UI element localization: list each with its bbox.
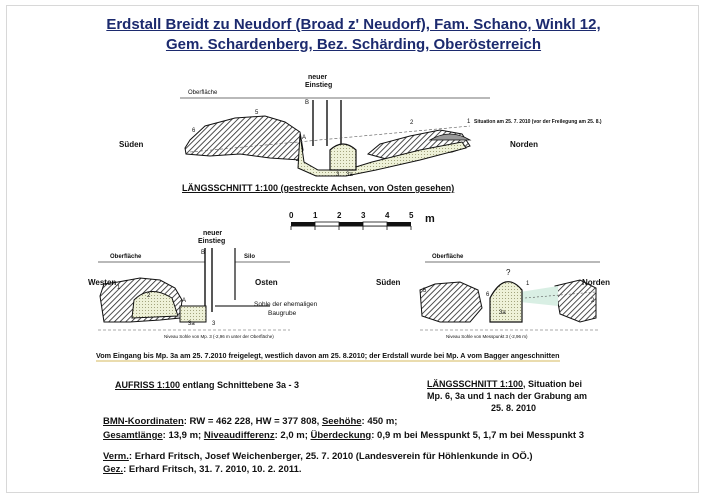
left-east-label: Osten [255, 278, 278, 287]
right-level-note: Niveau Sohle von Messpunkt 3 (-2,96 m) [446, 334, 528, 339]
silo-label: Silo [244, 254, 256, 260]
right-point-6: 6 [486, 292, 490, 298]
top-south-label: Süden [119, 140, 144, 149]
right-north-label: Norden [582, 278, 610, 287]
right-surface-label: Oberfläche [432, 254, 464, 260]
top-soil-left [184, 115, 304, 161]
top-point-3a: 3a [346, 172, 353, 178]
right-south-label: Süden [376, 278, 401, 287]
long-title: LÄNGSSCHNITT 1:100 [427, 379, 524, 389]
excavation-note: Vom Eingang bis Mp. 3a am 25. 7.2010 fre… [96, 351, 560, 360]
aufriss-rest: entlang Schnittebene 3a - 3 [180, 380, 300, 390]
left-chamber [131, 291, 179, 319]
right-light-beam [520, 286, 558, 306]
bmn-value: : RW = 462 228, HW = 377 808, [183, 416, 322, 427]
seehoehe-label: Seehöhe [321, 416, 362, 427]
seehoehe-value: : 450 m; [361, 416, 398, 427]
top-point-B: B [305, 100, 310, 106]
surveyed-value: : Erhard Fritsch, Josef Weichenberger, 2… [128, 451, 533, 462]
pit-label-2: Baugrube [268, 310, 297, 317]
length-label: Gesamtlänge [103, 430, 163, 441]
scale-tick-3: 3 [361, 211, 366, 220]
top-entrance-label-2: Einstieg [305, 82, 333, 89]
left-cross-section [98, 248, 290, 331]
right-soil-right [554, 279, 597, 323]
top-point-2: 2 [410, 120, 414, 126]
long-caption-line-1: LÄNGSSCHNITT 1:100, Situation bei [427, 379, 582, 389]
left-point-3: 3 [212, 321, 216, 327]
scale-tick-1: 1 [313, 211, 318, 220]
right-cross-section [419, 261, 600, 331]
left-point-2: 2 [147, 293, 151, 299]
scale-unit: m [425, 213, 435, 225]
top-point-4: 4 [296, 158, 300, 164]
scale-tick-2: 2 [337, 211, 342, 220]
sheet-frame [6, 5, 699, 493]
info-drawn: Gez.: Erhard Fritsch, 31. 7. 2010, 10. 2… [103, 464, 302, 475]
left-surface-label: Oberfläche [110, 254, 142, 260]
top-point-3: 3 [336, 172, 340, 178]
left-west-label: Westen [88, 278, 117, 287]
left-entrance-label-2: Einstieg [198, 238, 226, 245]
level-diff-label: Niveaudifferenz [203, 430, 275, 441]
top-longitudinal-section [180, 97, 490, 177]
right-soil-left [419, 281, 483, 323]
right-point-question: ? [506, 268, 511, 277]
info-survey: Verm.: Erhard Fritsch, Josef Weichenberg… [103, 451, 533, 462]
right-point-3a: 3a [499, 310, 506, 316]
long-caption-line-3: 25. 8. 2010 [491, 403, 537, 413]
long-rest: , Situation bei [523, 379, 583, 389]
aufriss-caption: AUFRISS 1:100 entlang Schnittebene 3a - … [115, 380, 299, 390]
left-point-3a: 3a [188, 321, 195, 327]
right-chamber [489, 281, 523, 323]
bmn-label: BMN-Koordinaten [103, 416, 184, 427]
left-passage [179, 305, 207, 323]
cover-label: Überdeckung [310, 430, 372, 441]
right-point-1: 1 [526, 281, 530, 287]
long-caption-line-2: Mp. 6, 3a und 1 nach der Grabung am [427, 391, 588, 401]
left-point-B: B [201, 250, 206, 256]
title-line-2: Gem. Schardenberg, Bez. Schärding, Oberö… [165, 36, 542, 53]
top-point-1: 1 [467, 119, 471, 125]
info-dimensions: Gesamtlänge: 13,9 m; Niveaudifferenz: 2,… [103, 430, 584, 441]
top-north-label: Norden [510, 140, 538, 149]
top-axis-line [189, 125, 471, 153]
top-entrance-label-1: neuer [308, 74, 328, 81]
left-point-1: 1 [117, 285, 121, 291]
top-point-A: A [302, 135, 307, 141]
scale-tick-0: 0 [289, 211, 294, 220]
top-surface-label: Oberfläche [188, 90, 218, 96]
info-coordinates: BMN-Koordinaten: RW = 462 228, HW = 377 … [103, 416, 397, 427]
surveyed-label: Verm. [103, 451, 129, 462]
scale-tick-5: 5 [409, 211, 414, 220]
left-point-A: A [182, 298, 187, 304]
top-caption: LÄNGSSCHNITT 1:100 (gestreckte Achsen, v… [182, 183, 454, 193]
title-line-1: Erdstall Breidt zu Neudorf (Broad z' Neu… [106, 16, 601, 33]
length-value: : 13,9 m; [162, 430, 204, 441]
top-tunnel [297, 133, 467, 177]
pit-label-1: Sohle der ehemaligen [254, 301, 318, 308]
top-mound-right [428, 133, 472, 141]
left-level-note: Niveau Sohle von Mp. 3 (-2,96 m unter de… [164, 334, 274, 339]
cover-value: : 0,9 m bei Messpunkt 5, 1,7 m bei Messp… [371, 430, 584, 441]
top-point-5: 5 [255, 110, 259, 116]
top-situation-note: Situation am 25. 7. 2010 (vor der Freile… [474, 119, 602, 125]
drawn-value: : Erhard Fritsch, 31. 7. 2010, 10. 2. 20… [123, 464, 302, 475]
aufriss-title: AUFRISS 1:100 [115, 380, 181, 390]
drawn-label: Gez. [103, 464, 124, 475]
top-chamber [329, 143, 357, 171]
level-diff-value: : 2,0 m; [274, 430, 311, 441]
top-caption-text: LÄNGSSCHNITT 1:100 (gestreckte Achsen, v… [182, 183, 455, 193]
left-entrance-label-1: neuer [203, 230, 223, 237]
right-point-5: 5 [423, 288, 427, 294]
top-point-6: 6 [192, 128, 196, 134]
scale-bar [290, 221, 412, 230]
right-point-2: 2 [591, 298, 595, 304]
scale-tick-4: 4 [385, 211, 390, 220]
